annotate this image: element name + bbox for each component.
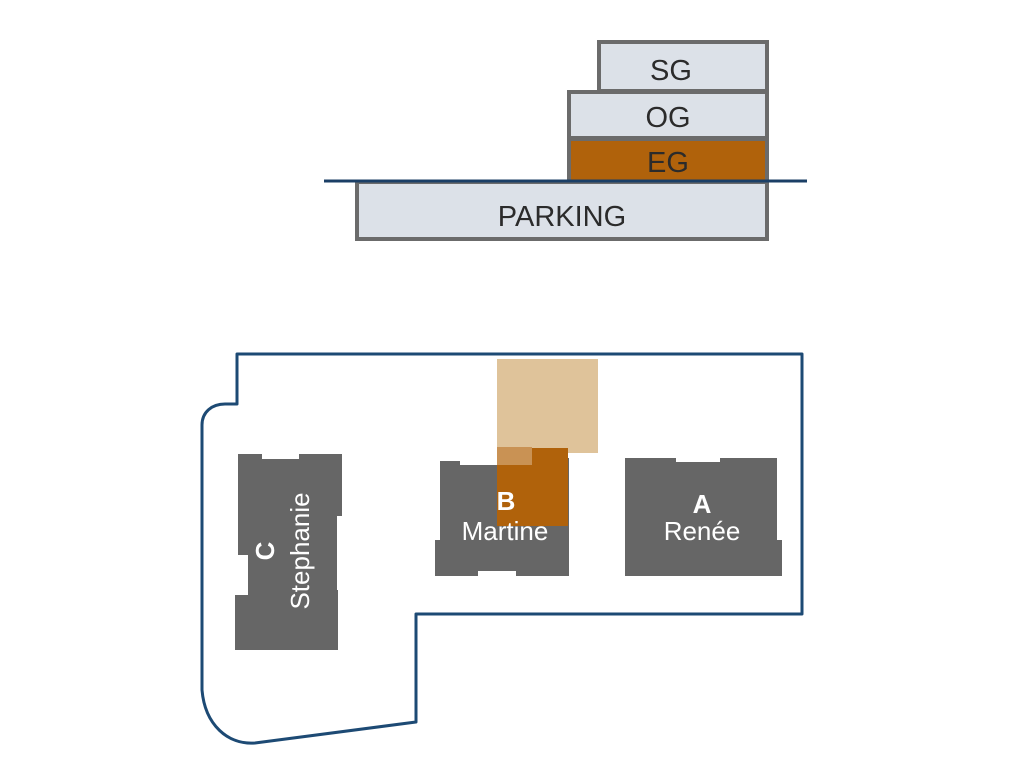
floor-parking[interactable] (355, 180, 769, 241)
building-c-name: Stephanie (285, 492, 315, 609)
building-a-name: Renée (664, 516, 741, 546)
site-plan: C Stephanie B Martine A Renée (200, 352, 804, 745)
building-a-letter: A (693, 489, 712, 519)
floor-og-label: OG (645, 102, 690, 134)
building-c-letter: C (250, 541, 280, 560)
floor-parking-label: PARKING (498, 201, 626, 233)
building-c[interactable] (235, 454, 342, 650)
building-b-unit-access (497, 447, 532, 465)
forecourt-area (497, 359, 598, 453)
building-b-name: Martine (462, 516, 549, 546)
floor-eg-label: EG (647, 147, 689, 179)
floor-sg-label: SG (650, 55, 692, 87)
section-view: SG OG EG PARKING (324, 40, 807, 241)
building-a[interactable] (625, 458, 782, 576)
building-b-letter: B (497, 486, 516, 516)
